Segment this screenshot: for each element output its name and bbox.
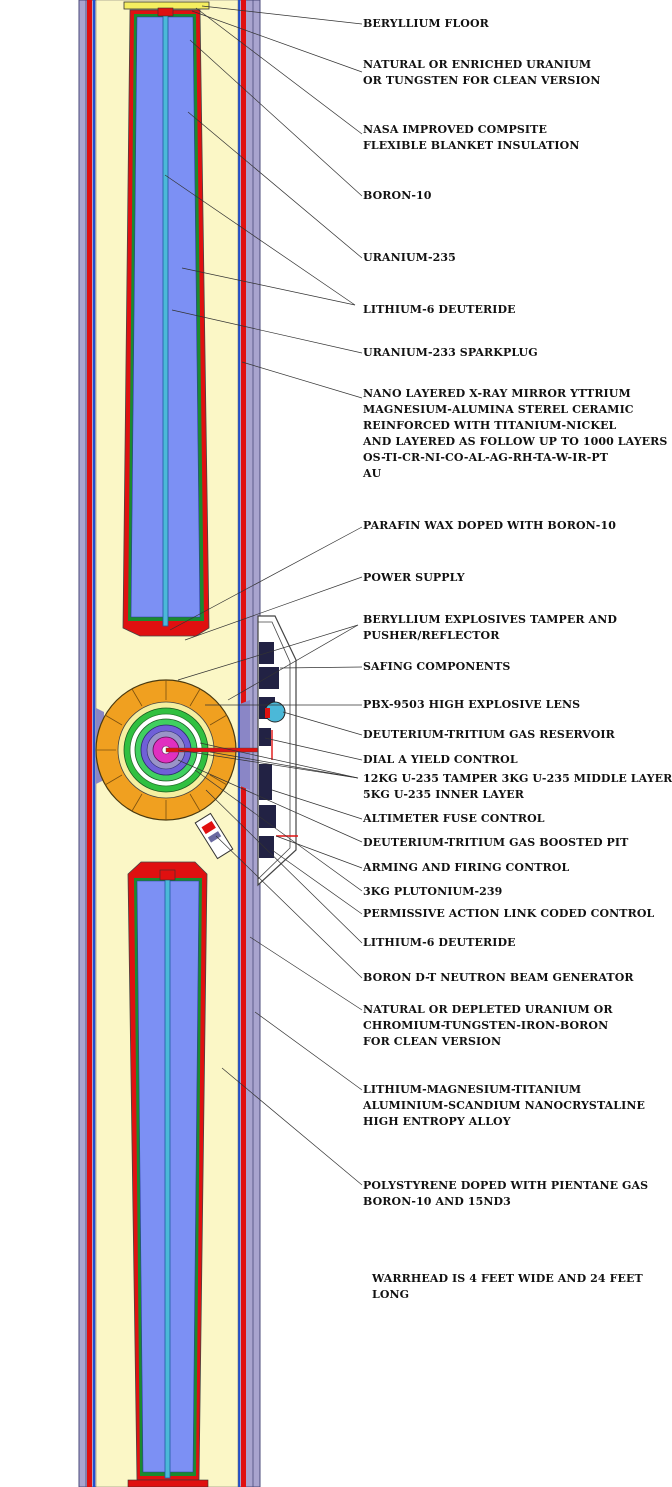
primary-side-wedge-right	[240, 700, 250, 790]
label-blanket-insulation: NASA IMPROVED COMPSITE FLEXIBLE BLANKET …	[363, 123, 580, 152]
label-power-supply: POWER SUPPLY	[363, 571, 465, 584]
label-parafin-wax: PARAFIN WAX DOPED WITH BORON-10	[363, 519, 616, 532]
blue-liner-left	[93, 0, 95, 1487]
lower-sparkplug-cap	[159, 869, 176, 881]
label-dial-a-yield: DIAL A YIELD CONTROL	[363, 753, 518, 766]
label-permissive-action-link: PERMISSIVE ACTION LINK CODED CONTROL	[363, 907, 655, 920]
label-safing-components: SAFING COMPONENTS	[363, 660, 511, 673]
lower-sparkplug	[164, 875, 171, 1479]
bottom-floor-plate	[127, 1479, 209, 1487]
label-boron-10: BORON-10	[363, 189, 432, 202]
outer-casing-inner-edge	[85, 0, 254, 1487]
label-beryllium-floor: BERYLLIUM FLOOR	[363, 17, 489, 30]
gas-reservoir-valve	[265, 708, 270, 718]
label-pbx-9503: PBX-9503 HIGH EXPLOSIVE LENS	[363, 698, 581, 711]
label-xray-mirror: NANO LAYERED X-RAY MIRROR YTTRIUM MAGNES…	[363, 387, 668, 480]
upper-sparkplug-frame	[157, 7, 174, 17]
label-plutonium-239: 3KG PLUTONIUM-239	[363, 885, 503, 898]
bay-red-wiring	[271, 730, 298, 837]
explosive-lens-segments	[96, 680, 236, 820]
label-neutron-generator: BORON D-T NEUTRON BEAM GENERATOR	[363, 971, 634, 984]
label-altimeter-fuse: ALTIMETER FUSE CONTROL	[363, 812, 545, 825]
label-u235-tamper-layers: 12KG U-235 TAMPER 3KG U-235 MIDDLE LAYER…	[363, 772, 672, 801]
label-beryllium-tamper: BERYLLIUM EXPLOSIVES TAMPER AND PUSHER/R…	[363, 613, 617, 642]
label-lithium-6-deuteride-top: LITHIUM-6 DEUTERIDE	[363, 303, 516, 316]
label-natural-depleted-uranium: NATURAL OR DEPLETED URANIUM OR CHROMIUM-…	[363, 1003, 613, 1048]
electronics-bay-inner	[257, 621, 291, 880]
label-arming-firing: ARMING AND FIRING CONTROL	[363, 861, 570, 874]
warhead-size-note: WARRHEAD IS 4 FEET WIDE AND 24 FEET LONG	[372, 1272, 643, 1301]
label-uranium-233-sparkplug: URANIUM-233 SPARKPLUG	[363, 346, 538, 359]
label-dt-boosted-pit: DEUTERIUM-TRITIUM GAS BOOSTED PIT	[363, 836, 629, 849]
label-polystyrene: POLYSTYRENE DOPED WITH PIENTANE GAS BORO…	[363, 1179, 649, 1208]
neutron-generator-unit	[194, 812, 234, 860]
label-lithium-6-deuteride-bottom: LITHIUM-6 DEUTERIDE	[363, 936, 516, 949]
red-liner-left	[87, 0, 92, 1487]
upper-sparkplug	[162, 11, 169, 627]
label-natural-enriched-uranium: NATURAL OR ENRICHED URANIUM OR TUNGSTEN …	[363, 58, 601, 87]
label-uranium-235: URANIUM-235	[363, 251, 456, 264]
label-dt-gas-reservoir: DEUTERIUM-TRITIUM GAS RESERVOIR	[363, 728, 615, 741]
blue-liner-right	[238, 0, 240, 1487]
label-high-entropy-alloy: LITHIUM-MAGNESIUM-TITANIUM ALUMINIUM-SCA…	[363, 1083, 646, 1128]
leader-lines	[164, 5, 363, 1186]
